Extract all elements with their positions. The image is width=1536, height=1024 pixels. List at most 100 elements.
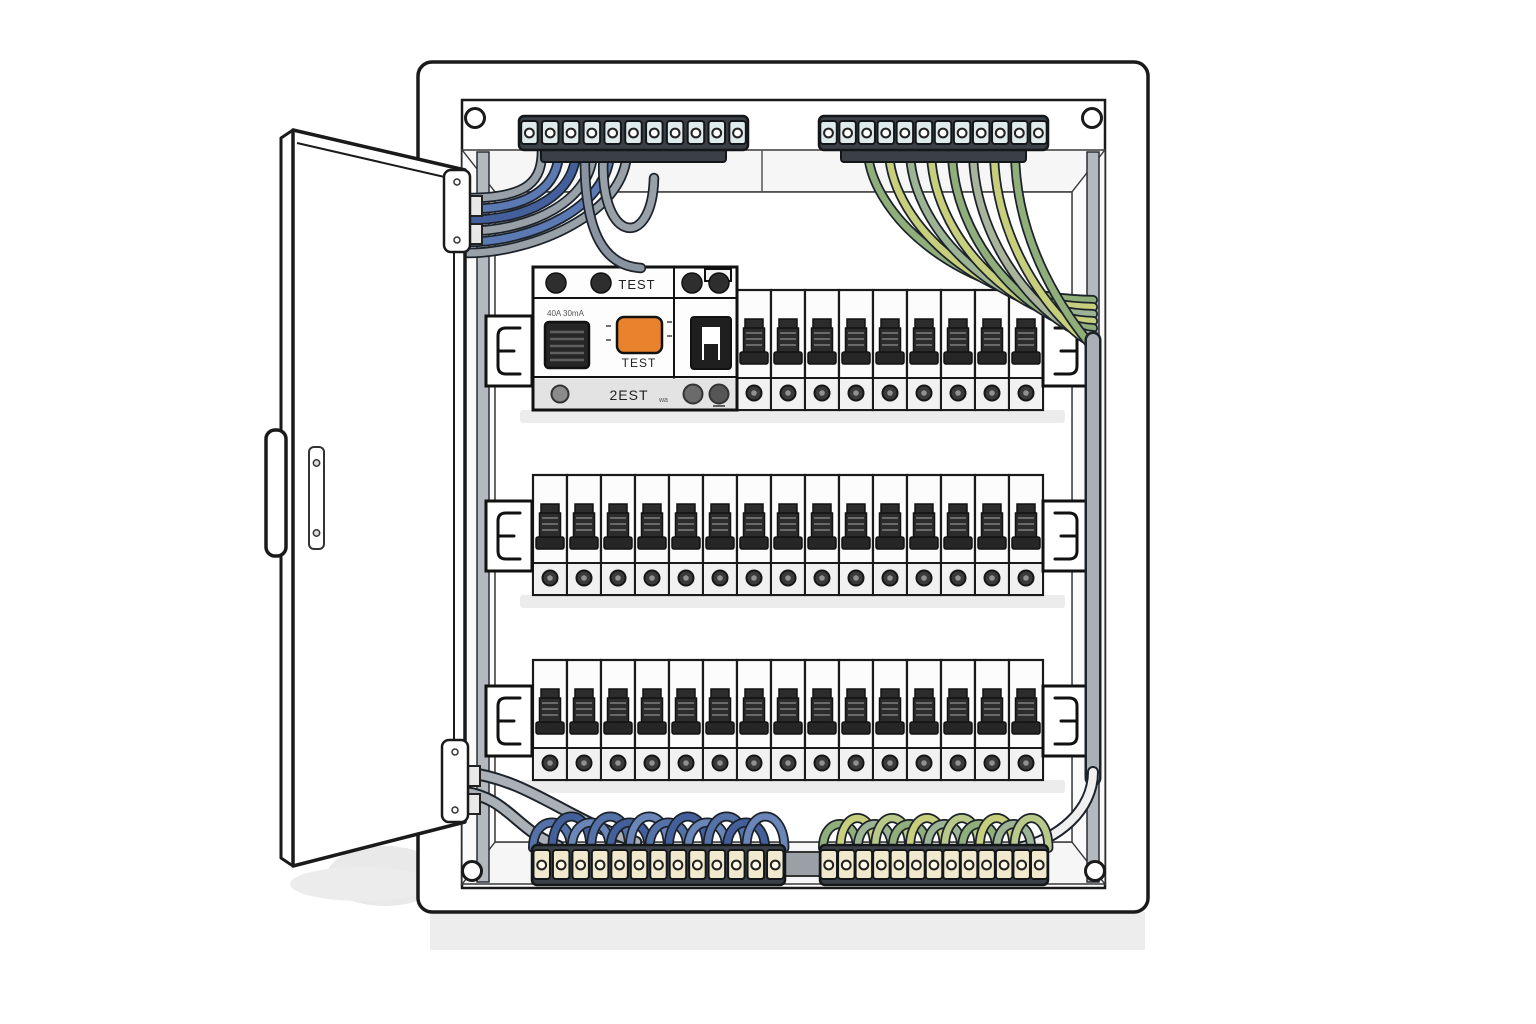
breaker-screw-center bbox=[989, 760, 995, 766]
circuit-breaker bbox=[667, 473, 705, 597]
breaker-toggle[interactable] bbox=[943, 318, 973, 365]
breaker-toggle[interactable] bbox=[875, 503, 905, 550]
breaker-toggle[interactable] bbox=[773, 688, 803, 735]
supply-wire bbox=[464, 146, 631, 257]
breaker-screw-center bbox=[717, 575, 723, 581]
rcd-main-toggle[interactable] bbox=[543, 320, 591, 370]
circuit-breaker bbox=[1007, 473, 1045, 597]
breaker-screw-center bbox=[887, 390, 893, 396]
breaker-screw-center bbox=[887, 575, 893, 581]
breaker-toggle[interactable] bbox=[909, 688, 939, 735]
breaker-toggle[interactable] bbox=[1011, 688, 1041, 735]
breaker-toggle[interactable] bbox=[841, 503, 871, 550]
breaker-toggle[interactable] bbox=[705, 503, 735, 550]
terminal-screw bbox=[711, 859, 723, 871]
breaker-toggle[interactable] bbox=[773, 318, 803, 365]
bottom-wire-loops bbox=[528, 811, 1054, 853]
breaker-screw-center bbox=[853, 390, 859, 396]
breaker-toggle[interactable] bbox=[909, 503, 939, 550]
breaker-toggle[interactable] bbox=[1011, 503, 1041, 550]
rcd-terminal-screw bbox=[545, 272, 567, 294]
breaker-toggle[interactable] bbox=[671, 688, 701, 735]
rcd-test-button[interactable] bbox=[615, 315, 664, 355]
circuit-breaker bbox=[973, 658, 1011, 782]
rcd-pole-switch[interactable] bbox=[690, 316, 732, 370]
breaker-toggle[interactable] bbox=[637, 503, 667, 550]
breaker-toggle[interactable] bbox=[977, 318, 1007, 365]
breaker-toggle[interactable] bbox=[773, 503, 803, 550]
circuit-breaker bbox=[905, 658, 943, 782]
breaker-toggle[interactable] bbox=[875, 688, 905, 735]
bracket-clip-glyph bbox=[496, 326, 522, 376]
circuit-breaker bbox=[769, 473, 807, 597]
breaker-toggle[interactable] bbox=[705, 688, 735, 735]
breaker-toggle[interactable] bbox=[943, 503, 973, 550]
breaker-toggle[interactable] bbox=[943, 688, 973, 735]
rcd-terminal-screw bbox=[590, 272, 612, 294]
circuit-breaker bbox=[871, 658, 909, 782]
breaker-toggle[interactable] bbox=[569, 503, 599, 550]
breaker-toggle[interactable] bbox=[739, 503, 769, 550]
hinge-screw bbox=[453, 178, 461, 186]
door-handle[interactable] bbox=[264, 428, 288, 558]
corner-screw-bottom-right bbox=[1084, 860, 1106, 882]
breaker-toggle[interactable] bbox=[841, 318, 871, 365]
bottom-hinge bbox=[440, 738, 470, 824]
circuit-breaker bbox=[667, 658, 705, 782]
terminal-screw bbox=[614, 859, 625, 871]
circuit-breaker bbox=[769, 658, 807, 782]
corner-screw-bottom-left bbox=[461, 860, 483, 882]
breaker-toggle[interactable] bbox=[807, 318, 837, 365]
terminal-screw bbox=[555, 859, 567, 871]
row-shadow bbox=[520, 410, 1065, 423]
breaker-toggle[interactable] bbox=[671, 503, 701, 550]
breaker-toggle[interactable] bbox=[909, 318, 939, 365]
terminal-screw bbox=[918, 127, 930, 139]
breaker-toggle[interactable] bbox=[535, 688, 565, 735]
strip-bar bbox=[817, 114, 1050, 152]
breaker-toggle[interactable] bbox=[739, 688, 769, 735]
circuit-breaker bbox=[735, 658, 773, 782]
rcd-bottom-label: 2EST bbox=[609, 387, 648, 403]
terminal-screw bbox=[769, 859, 781, 871]
breaker-toggle[interactable] bbox=[977, 688, 1007, 735]
terminal-screw bbox=[842, 127, 853, 139]
breaker-toggle[interactable] bbox=[807, 688, 837, 735]
supply-wire-loop bbox=[599, 146, 658, 232]
terminal-screw bbox=[975, 127, 987, 139]
terminal-screw bbox=[672, 859, 684, 871]
bottom-right-terminal-strip bbox=[818, 843, 1050, 887]
breaker-toggle[interactable] bbox=[535, 503, 565, 550]
breaker-toggle[interactable] bbox=[875, 318, 905, 365]
terminal-screw bbox=[861, 127, 873, 139]
terminal-screw bbox=[1033, 859, 1045, 871]
supply-wire bbox=[464, 146, 580, 224]
door-bottom-shadow bbox=[290, 867, 434, 901]
terminal-screw bbox=[880, 127, 892, 139]
latch-screw bbox=[312, 529, 321, 537]
breaker-toggle[interactable] bbox=[807, 503, 837, 550]
terminal-screw bbox=[607, 127, 619, 139]
breaker-toggle[interactable] bbox=[569, 688, 599, 735]
breaker-toggle[interactable] bbox=[841, 688, 871, 735]
breaker-toggle[interactable] bbox=[637, 688, 667, 735]
breaker-toggle[interactable] bbox=[603, 503, 633, 550]
strip-connector bbox=[784, 851, 822, 877]
terminal-screw bbox=[981, 859, 992, 871]
bracket-clip-glyph bbox=[496, 511, 522, 561]
rcd-bottom-screw bbox=[682, 383, 704, 405]
breaker-screw-center bbox=[853, 760, 859, 766]
breaker-screw-center bbox=[819, 760, 825, 766]
terminal-screw bbox=[937, 127, 949, 139]
circuit-breaker bbox=[565, 658, 603, 782]
breaker-toggle[interactable] bbox=[739, 318, 769, 365]
breaker-toggle[interactable] bbox=[977, 503, 1007, 550]
breaker-screw-center bbox=[649, 760, 655, 766]
breaker-toggle[interactable] bbox=[603, 688, 633, 735]
terminal-screw bbox=[1016, 859, 1028, 871]
breaker-screw-center bbox=[819, 575, 825, 581]
breaker-toggle[interactable] bbox=[1011, 318, 1041, 365]
top-right-terminal-strip bbox=[817, 114, 1050, 163]
breaker-screw-center bbox=[683, 575, 689, 581]
terminal-screw bbox=[858, 859, 870, 871]
